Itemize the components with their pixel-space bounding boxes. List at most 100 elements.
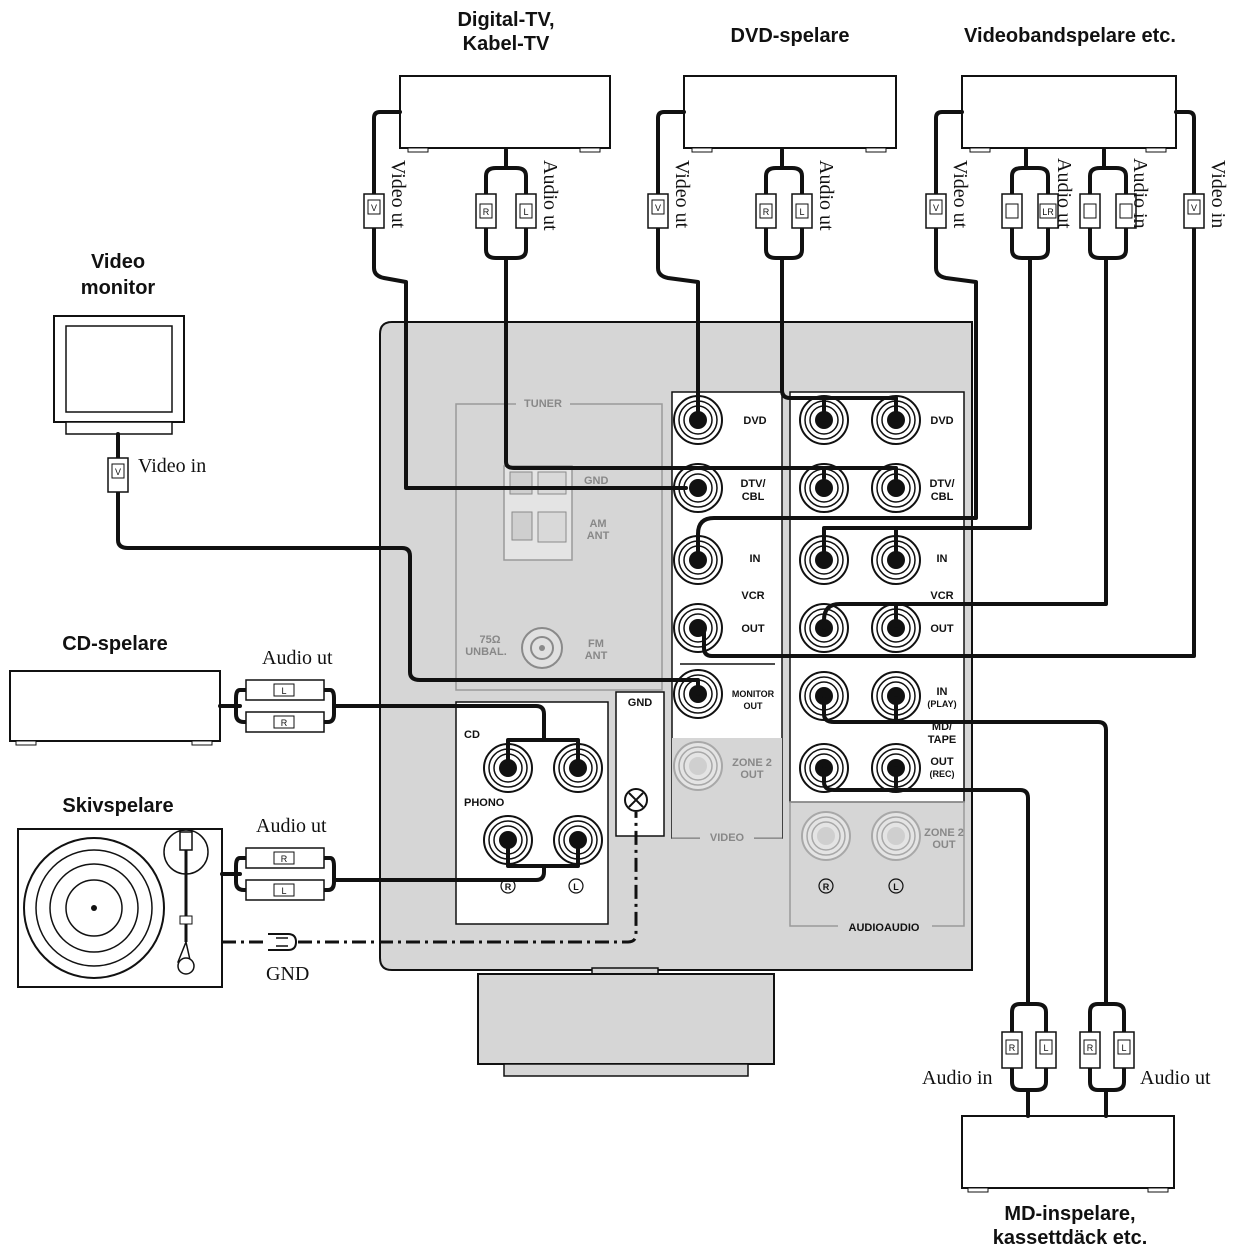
md-in-label-1: IN [937, 686, 948, 698]
dvd-video-ut-label: Video ut [671, 160, 693, 229]
zone2-audio-l-jack[interactable] [871, 811, 921, 861]
cd-phono-panel: CD PHONO R L [455, 701, 609, 925]
phono-label: PHONO [464, 797, 505, 809]
vcr-title: Videobandspelare etc. [964, 25, 1176, 47]
l-mark-phono: L [573, 882, 579, 892]
turntable [17, 828, 223, 988]
plug-cd-l: L [245, 679, 325, 701]
video-in-label: IN [750, 553, 761, 565]
gnd-terminal-label: GND [628, 697, 653, 709]
plug-dvd-audio-l: L [791, 193, 813, 229]
turntable-title: Skivspelare [62, 795, 173, 817]
plug-md-ut-r: R [1079, 1031, 1101, 1069]
video-dtv-label-2: CBL [742, 491, 765, 503]
svg-text:R: R [763, 207, 770, 217]
audio-section-label: AUDIOAUDIO [849, 922, 920, 934]
md-title-1: MD-inspelare, [1004, 1203, 1135, 1225]
video-vcr-label: VCR [741, 590, 764, 602]
plug-phono-l: L [245, 879, 325, 901]
plug-md-in-r: R [1001, 1031, 1023, 1069]
r-mark-phono: R [505, 882, 512, 892]
audio-panel: AUDIOAUDIO DVD DTV/ CBL IN VCR OUT IN (P… [789, 391, 965, 934]
zone2-audio-r-jack[interactable] [801, 811, 851, 861]
svg-text:V: V [655, 203, 661, 213]
plug-vcr-audio-in-r [1079, 193, 1101, 229]
tuner-section: TUNER GND AM ANT 75Ω UNBAL. FM ANT [455, 396, 663, 691]
svg-text:L: L [281, 886, 286, 896]
md-tape-label-2: TAPE [928, 734, 957, 746]
video-zone2-jack[interactable] [673, 741, 723, 791]
tuner-gnd-label: GND [584, 475, 609, 487]
md-recorder-box [961, 1115, 1175, 1193]
digital-tv-title-1: Digital-TV, [457, 9, 554, 31]
svg-text:L: L [1043, 1043, 1048, 1053]
plug-vcr-audio-out-l: LR [1037, 193, 1059, 229]
dtv-audio-ut-label: Audio ut [539, 160, 561, 231]
vcr-box [961, 75, 1177, 153]
cd-l-jack[interactable] [553, 743, 603, 793]
dvd-audio-ut-label: Audio ut [815, 160, 837, 231]
monitor-title-1: Video [91, 251, 145, 273]
plug-monitor-video-in: V [107, 457, 129, 493]
plug-md-in-l: L [1035, 1031, 1057, 1069]
vcr-video-ut-label: Video ut [949, 160, 971, 229]
md-title-2: kassettdäck etc. [993, 1227, 1148, 1249]
dvd-player-box [683, 75, 897, 153]
plug-vcr-audio-out-r [1001, 193, 1023, 229]
svg-text:R: R [483, 207, 490, 217]
plug-dvd-audio-r: R [755, 193, 777, 229]
gnd-terminal-panel: GND [615, 691, 665, 837]
audio-dtv-label-1: DTV/ [929, 478, 954, 490]
svg-text:R: R [1009, 1043, 1016, 1053]
svg-text:V: V [115, 467, 121, 477]
digital-tv-title-2: Kabel-TV [463, 33, 550, 55]
cd-title: CD-spelare [62, 633, 168, 655]
md-audio-ut-label: Audio ut [1140, 1067, 1211, 1089]
video-dtv-jack[interactable] [673, 463, 723, 513]
svg-text:L: L [523, 207, 528, 217]
md-in-label-2: (PLAY) [927, 699, 956, 709]
plug-dtv-audio-r: R [475, 193, 497, 229]
svg-text:V: V [933, 203, 939, 213]
r-mark-audio: R [823, 882, 830, 892]
video-out-label: OUT [741, 623, 765, 635]
video-zone2-label-1: ZONE 2 [732, 757, 772, 769]
audio-vcr-label: VCR [930, 590, 953, 602]
audio-zone2-label-1: ZONE 2 [924, 827, 964, 839]
video-dtv-label-1: DTV/ [740, 478, 765, 490]
monitor-out-label-1: MONITOR [732, 689, 775, 699]
audio-out-label: OUT [930, 623, 954, 635]
gnd-fork-icon [268, 933, 298, 951]
plug-cd-r: R [245, 711, 325, 733]
md-audio-in-label: Audio in [922, 1067, 993, 1089]
audio-dtv-r-jack[interactable] [799, 463, 849, 513]
audio-dvd-label: DVD [930, 415, 953, 427]
plug-vcr-audio-in-l [1115, 193, 1137, 229]
video-zone2-label-2: OUT [740, 769, 764, 781]
audio-dtv-label-2: CBL [931, 491, 954, 503]
dtv-video-ut-label: Video ut [387, 160, 409, 229]
plug-vcr-video-in: V [1183, 193, 1205, 229]
cd-audio-ut-label: Audio ut [262, 647, 333, 669]
vcr-audio-ut-label: Audio ut [1053, 158, 1075, 229]
video-dvd-label: DVD [743, 415, 766, 427]
tuner-label: TUNER [524, 398, 562, 410]
svg-text:L: L [1121, 1043, 1126, 1053]
am-ant-label-1: AM [589, 518, 606, 530]
svg-text:V: V [1191, 203, 1197, 213]
audio-zone2-label-2: OUT [932, 839, 956, 851]
plugs: V R L V R L V [107, 193, 1205, 1069]
cd-player-box [9, 670, 221, 746]
am-ant-label-2: ANT [587, 530, 610, 542]
video-vcr-out-jack[interactable] [673, 603, 723, 653]
svg-text:L: L [799, 207, 804, 217]
plug-dvd-video: V [647, 193, 669, 229]
plug-md-ut-l: L [1113, 1031, 1135, 1069]
md-out-label-1: OUT [930, 756, 954, 768]
audio-dtv-l-jack[interactable] [871, 463, 921, 513]
video-monitor [53, 315, 185, 435]
am-terminal[interactable] [511, 511, 533, 541]
monitor-video-in-label: Video in [138, 455, 206, 477]
